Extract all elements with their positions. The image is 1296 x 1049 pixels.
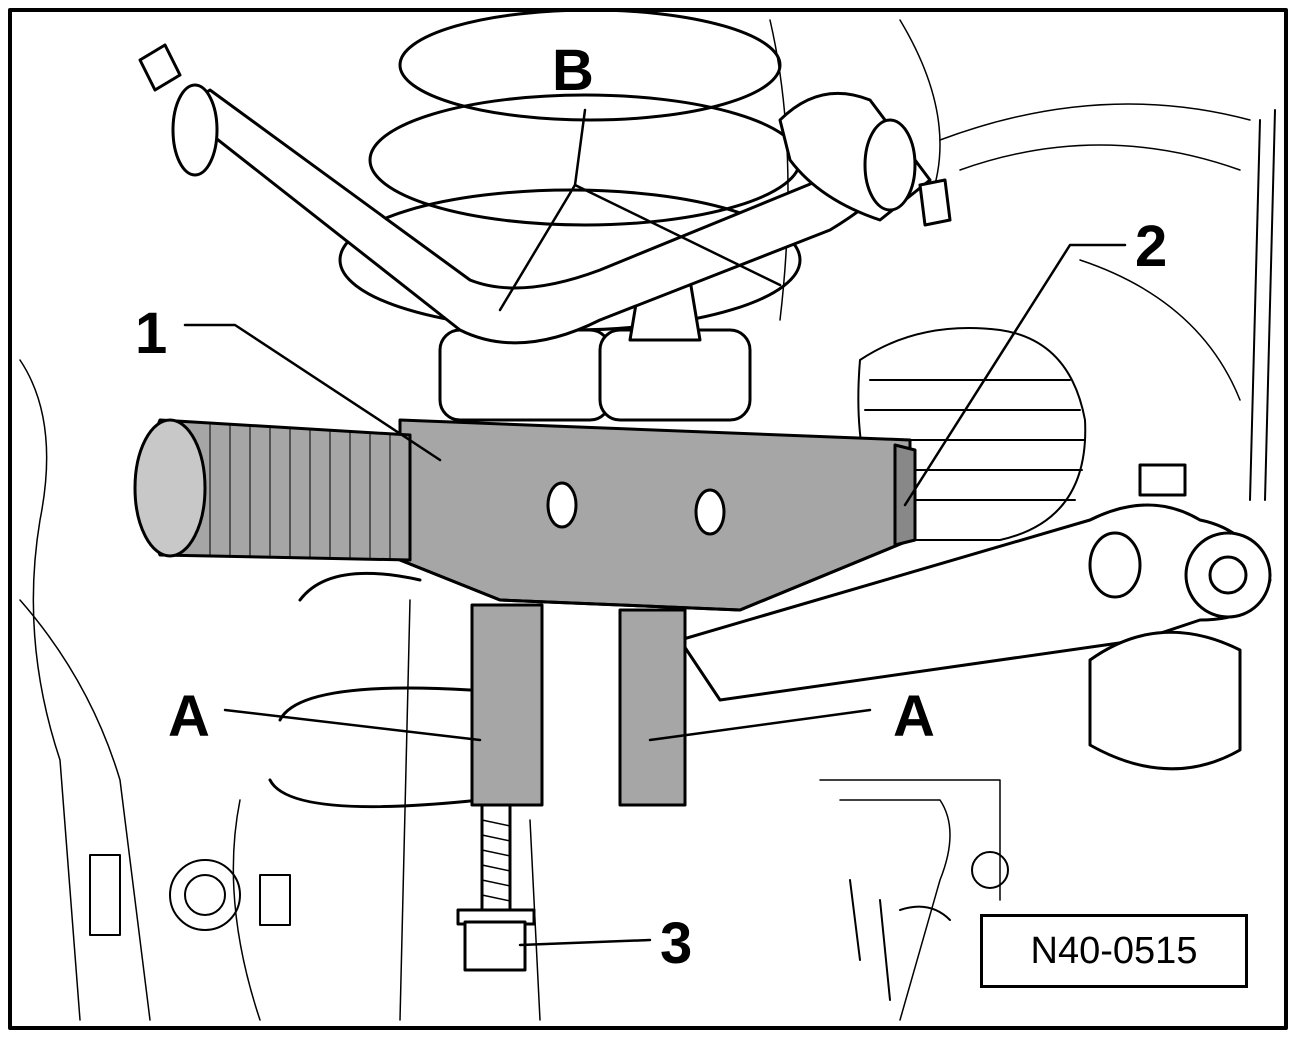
callout-2: 2 — [1135, 214, 1168, 279]
background-lines — [19, 19, 1251, 1021]
frame-border — [8, 8, 1288, 1030]
coil-spring — [268, 8, 802, 809]
callout-1: 1 — [135, 301, 168, 366]
bolt — [456, 803, 536, 972]
special-tool — [133, 418, 917, 807]
thread-hatching — [209, 424, 391, 561]
callout-a-left: A — [168, 684, 210, 749]
tool-leg-left — [470, 603, 544, 807]
figure-reference-number: N40-0515 — [980, 914, 1248, 988]
upper-control-arm — [138, 43, 952, 345]
tool-leg-right — [618, 608, 687, 807]
leader-lines — [183, 108, 1127, 947]
brake-line-parts — [89, 851, 1009, 1001]
callout-a-right: A — [893, 684, 935, 749]
callout-3: 3 — [660, 911, 693, 976]
callout-b: B — [552, 38, 594, 103]
lower-control-arm — [678, 109, 1276, 771]
